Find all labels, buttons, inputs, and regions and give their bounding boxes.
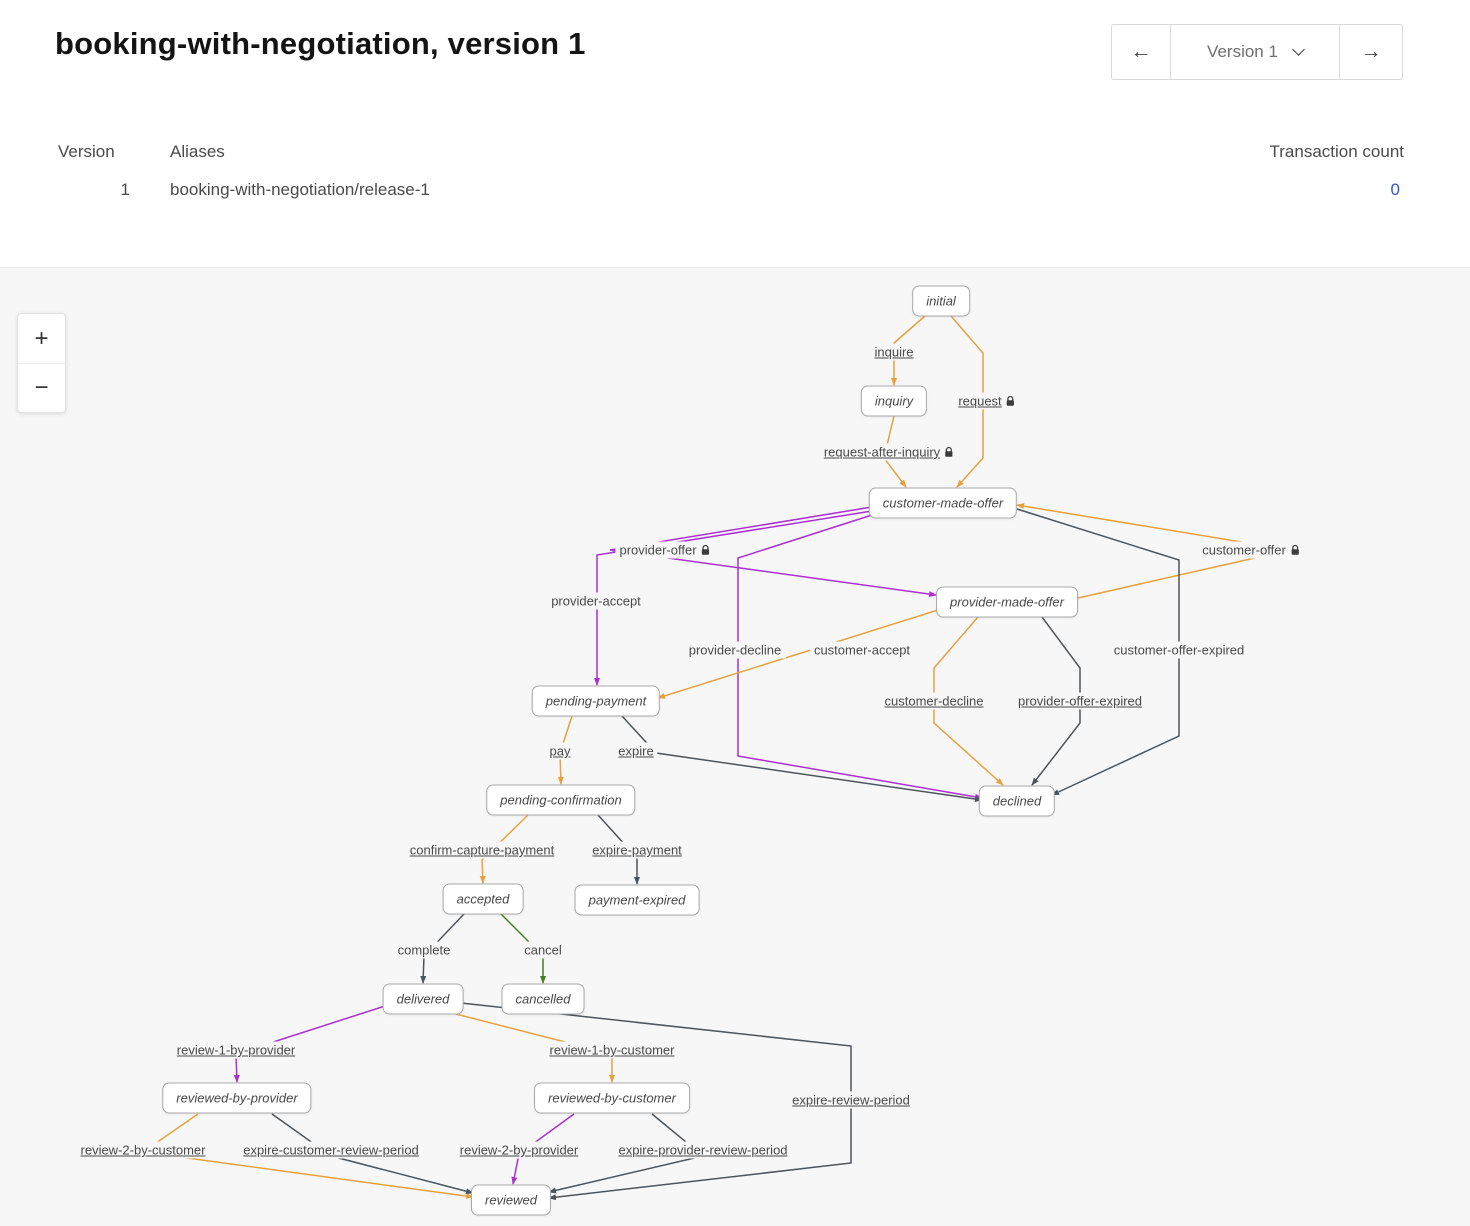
transition-label-text: customer-accept xyxy=(813,642,911,658)
transition-customer-decline[interactable]: customer-decline xyxy=(880,692,988,710)
lock-icon xyxy=(945,446,953,457)
edge-provider-accept xyxy=(594,510,873,686)
transition-expire-review-period[interactable]: expire-review-period xyxy=(788,1091,914,1109)
transition-label-text: review-1-by-provider xyxy=(176,1042,296,1058)
state-pending-payment: pending-payment xyxy=(531,685,661,717)
edge-provider-offer xyxy=(609,506,937,598)
next-version-button[interactable]: → xyxy=(1340,25,1402,79)
previous-version-button[interactable]: ← xyxy=(1112,25,1170,79)
transition-label-text: provider-decline xyxy=(688,642,782,658)
transition-expire-customer-review-period[interactable]: expire-customer-review-period xyxy=(239,1141,423,1159)
transition-label-text: expire-customer-review-period xyxy=(243,1142,419,1158)
state-reviewed: reviewed xyxy=(470,1184,552,1216)
edge-confirm-capture-payment xyxy=(479,814,529,884)
transition-label-text: expire xyxy=(618,743,654,759)
transition-inquire[interactable]: inquire xyxy=(870,343,918,361)
transaction-count-link[interactable]: 0 xyxy=(1390,180,1400,199)
transition-customer-accept: customer-accept xyxy=(809,641,915,659)
state-inquiry: inquiry xyxy=(860,385,928,417)
transition-complete: complete xyxy=(393,941,455,959)
version-nav: ← Version 1 → xyxy=(1111,24,1403,80)
transition-provider-offer: provider-offer xyxy=(615,541,715,559)
state-reviewed-by-customer: reviewed-by-customer xyxy=(534,1082,690,1114)
transition-request[interactable]: request xyxy=(954,392,1020,410)
column-header-transaction-count: Transaction count xyxy=(1269,142,1405,161)
process-diagram-canvas[interactable]: inquire request request-after-inquiry provi… xyxy=(0,267,1470,1226)
transition-confirm-capture-payment[interactable]: confirm-capture-payment xyxy=(405,841,559,859)
transition-request-after-inquiry[interactable]: request-after-inquiry xyxy=(819,443,959,461)
transition-label-text: customer-decline xyxy=(884,693,984,709)
diagram-nodes: inquire request request-after-inquiry provi… xyxy=(0,268,1470,1226)
arrow-right-icon: → xyxy=(1360,40,1382,63)
page-title: booking-with-negotiation, version 1 xyxy=(55,26,586,61)
transition-label-text: review-1-by-customer xyxy=(549,1042,675,1058)
transition-pay[interactable]: pay xyxy=(545,742,575,760)
transition-label-text: review-2-by-provider xyxy=(459,1142,579,1158)
transition-expire[interactable]: expire xyxy=(614,742,658,760)
transition-label-text: provider-offer-expired xyxy=(1017,693,1143,709)
transition-label-text: inquire xyxy=(874,344,914,360)
state-pending-confirmation: pending-confirmation xyxy=(486,784,636,816)
transition-label-text: expire-provider-review-period xyxy=(618,1142,788,1158)
transition-expire-provider-review-period[interactable]: expire-provider-review-period xyxy=(614,1141,792,1159)
transition-label-text: provider-accept xyxy=(551,593,641,609)
transition-review-2-by-provider[interactable]: review-2-by-provider xyxy=(455,1141,583,1159)
state-delivered: delivered xyxy=(382,983,464,1015)
alias-cell: booking-with-negotiation/release-1 xyxy=(170,180,430,199)
transition-label-text: complete xyxy=(397,942,451,958)
transition-review-2-by-customer[interactable]: review-2-by-customer xyxy=(76,1141,210,1159)
state-customer-made-offer: customer-made-offer xyxy=(868,487,1018,519)
version-select-dropdown[interactable]: Version 1 xyxy=(1170,25,1340,79)
state-reviewed-by-provider: reviewed-by-provider xyxy=(162,1082,312,1114)
lock-icon xyxy=(1007,395,1015,406)
transition-expire-payment[interactable]: expire-payment xyxy=(588,841,686,859)
page-header: booking-with-negotiation, version 1 ← Ve… xyxy=(0,0,1470,267)
transition-label-text: confirm-capture-payment xyxy=(409,842,555,858)
transition-label-text: customer-offer xyxy=(1202,542,1286,558)
transition-label-text: request xyxy=(958,393,1002,409)
transition-label-text: expire-payment xyxy=(592,842,682,858)
column-header-version: Version xyxy=(58,142,115,161)
column-header-aliases: Aliases xyxy=(170,142,225,161)
lock-icon xyxy=(1291,544,1299,555)
version-cell: 1 xyxy=(120,180,130,199)
transition-customer-offer-expired: customer-offer-expired xyxy=(1109,641,1249,659)
lock-icon xyxy=(701,544,710,555)
transition-label-text: provider-offer xyxy=(619,542,697,558)
state-accepted: accepted xyxy=(442,883,524,915)
transition-provider-offer-expired[interactable]: provider-offer-expired xyxy=(1013,692,1147,710)
transition-review-1-by-provider[interactable]: review-1-by-provider xyxy=(172,1041,300,1059)
zoom-out-button[interactable]: − xyxy=(18,363,65,412)
transition-label-text: expire-review-period xyxy=(792,1092,910,1108)
transition-label-text: cancel xyxy=(524,942,562,958)
transition-label-text: customer-offer-expired xyxy=(1113,642,1245,658)
transition-provider-decline: provider-decline xyxy=(684,641,786,659)
state-payment-expired: payment-expired xyxy=(574,884,700,916)
state-initial: initial xyxy=(912,285,970,317)
edge-customer-accept xyxy=(657,609,939,699)
state-declined: declined xyxy=(978,785,1056,817)
transition-label-text: review-2-by-customer xyxy=(80,1142,206,1158)
transition-customer-offer: customer-offer xyxy=(1198,541,1304,559)
version-select-label: Version 1 xyxy=(1207,42,1278,61)
chevron-down-icon xyxy=(1292,42,1305,56)
arrow-left-icon: ← xyxy=(1130,40,1152,63)
transition-provider-accept: provider-accept xyxy=(547,592,645,610)
transition-label-text: pay xyxy=(549,743,571,759)
zoom-in-button[interactable]: + xyxy=(34,324,49,352)
transition-cancel: cancel xyxy=(520,941,566,959)
state-cancelled: cancelled xyxy=(501,983,585,1015)
transition-review-1-by-customer[interactable]: review-1-by-customer xyxy=(545,1041,679,1059)
state-provider-made-offer: provider-made-offer xyxy=(936,586,1078,618)
zoom-widget: + − xyxy=(17,313,66,413)
edge-inquire xyxy=(891,315,926,386)
transition-label-text: request-after-inquiry xyxy=(823,444,941,460)
